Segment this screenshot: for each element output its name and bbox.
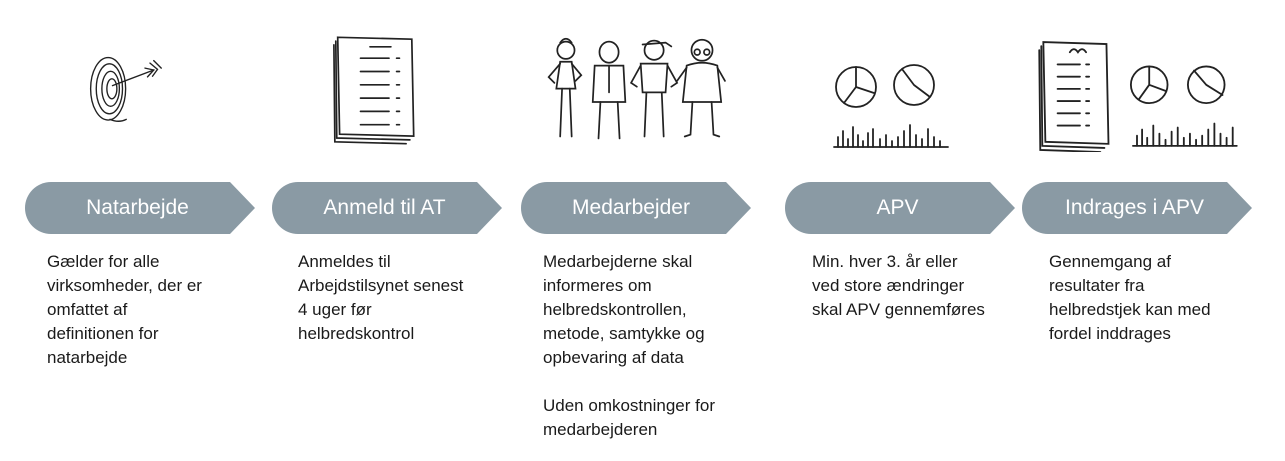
target-arrow-icon: [89, 56, 162, 122]
description-line: medarbejderen: [543, 420, 658, 439]
description-line: skal APV gennemføres: [812, 300, 985, 319]
chevron-label: Indrages i APV: [1065, 196, 1204, 219]
process-step-apv: APV Min. hver 3. år eller ved store ændr…: [775, 0, 1020, 461]
process-step-anmeld: Anmeld til AT Anmeldes til Arbejdstilsyn…: [260, 0, 510, 461]
step-description: Gælder for alle virksomheder, der er omf…: [47, 250, 252, 370]
description-line: Gennemgang af: [1049, 252, 1171, 271]
description-line: Gælder for alle: [47, 252, 160, 271]
chevron-medarbejder: Medarbejder: [521, 182, 751, 234]
step-description: Medarbejderne skal informeres om helbred…: [543, 250, 768, 442]
chevron-anmeld: Anmeld til AT: [272, 182, 502, 234]
step-description: Anmeldes til Arbejdstilsynet senest 4 ug…: [298, 250, 503, 346]
description-line: Uden omkostninger for: [543, 396, 715, 415]
chevron-label: Anmeld til AT: [323, 196, 446, 219]
chevron-natarbejde: Natarbejde: [25, 182, 255, 234]
description-line: helbredstjek kan med: [1049, 300, 1211, 319]
description-line: fordel inddrages: [1049, 324, 1171, 343]
group-of-people-icon: [547, 37, 726, 140]
chevron-label: Natarbejde: [86, 196, 189, 219]
description-line: 4 uger før: [298, 300, 372, 319]
process-step-indrages: Indrages i APV Gennemgang af resultater …: [1020, 0, 1285, 461]
description-line: Arbejdstilsynet senest: [298, 276, 464, 295]
chevron-label: APV: [876, 196, 919, 219]
description-line: metode, samtykke og: [543, 324, 705, 343]
chevron-indrages: Indrages i APV: [1022, 182, 1252, 234]
description-line: opbevaring af data: [543, 348, 684, 367]
description-line: virksomheder, der er: [47, 276, 202, 295]
chevron-label: Medarbejder: [572, 196, 690, 219]
description-line: Min. hver 3. år eller: [812, 252, 958, 271]
description-line: Medarbejderne skal: [543, 252, 693, 271]
checklist-and-charts-icon: [1038, 41, 1238, 152]
process-step-medarbejder: Medarbejder Medarbejderne skal informere…: [510, 0, 775, 461]
process-step-natarbejde: Natarbejde Gælder for alle virksomheder,…: [0, 0, 260, 461]
step-description: Min. hver 3. år eller ved store ændringe…: [812, 250, 1017, 322]
document-checklist-icon: [333, 36, 415, 145]
description-line: ved store ændringer: [812, 276, 965, 295]
description-line: informeres om: [543, 276, 652, 295]
description-line: Anmeldes til: [298, 252, 391, 271]
pie-bar-charts-icon: [833, 64, 949, 148]
description-line: natarbejde: [47, 348, 128, 367]
description-line: omfattet af: [47, 300, 128, 319]
description-line: helbredskontrol: [298, 324, 415, 343]
description-line: definitionen for: [47, 324, 159, 343]
description-line: resultater fra: [1049, 276, 1145, 295]
step-description: Gennemgang af resultater fra helbredstje…: [1049, 250, 1274, 346]
chevron-apv: APV: [785, 182, 1015, 234]
description-line: helbredskontrollen,: [543, 300, 687, 319]
